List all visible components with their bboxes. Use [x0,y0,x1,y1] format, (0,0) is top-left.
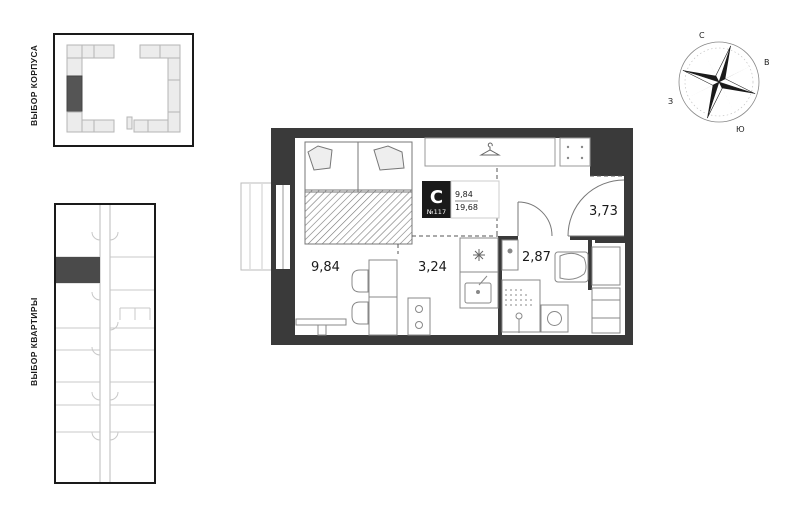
kitchen-fittings [407,237,499,336]
floor-plan: С №117 9,84 19,68 [240,128,633,345]
badge-total-area: 19,68 [455,203,478,212]
kitchen-area-label: 3,24 [418,260,447,275]
compass-north: С [699,31,705,40]
building-shape [66,44,181,133]
building-selector-label: ВЫБОР КОРПУСА [29,45,39,126]
zone-lines [397,168,624,254]
apartment-type-letter: С [430,187,443,208]
cabinet [559,137,591,167]
badge-living-area: 9,84 [455,190,473,199]
doors [517,179,625,237]
hanger-icon [479,142,501,156]
bed [304,141,413,245]
hall-area-label: 3,73 [589,204,618,219]
bathroom-fittings [501,239,621,334]
apartment-badge: С №117 9,84 19,68 [422,180,500,219]
compass-south: Ю [736,125,745,134]
selected-apartment[interactable] [56,257,100,283]
interior-walls [498,236,625,335]
floor-layout [56,205,154,482]
wardrobe [424,137,556,167]
building-selector[interactable]: ВЫБОР КОРПУСА [29,33,194,147]
apartment-selector-label: ВЫБОР КВАРТИРЫ [29,297,39,386]
shower-dots [505,289,532,306]
apartment-selector[interactable]: ВЫБОР КВАРТИРЫ [29,203,156,484]
compass-rose-icon: С В Ю З [668,31,770,134]
apartment-number: №117 [426,208,446,216]
compass-west: З [668,97,673,106]
living-area-label: 9,84 [311,260,340,275]
compass-east: В [764,58,770,67]
bathroom-area-label: 2,87 [522,250,551,265]
dining-table [295,259,398,336]
apartment-selector-frame [54,203,156,484]
balcony [240,182,276,271]
